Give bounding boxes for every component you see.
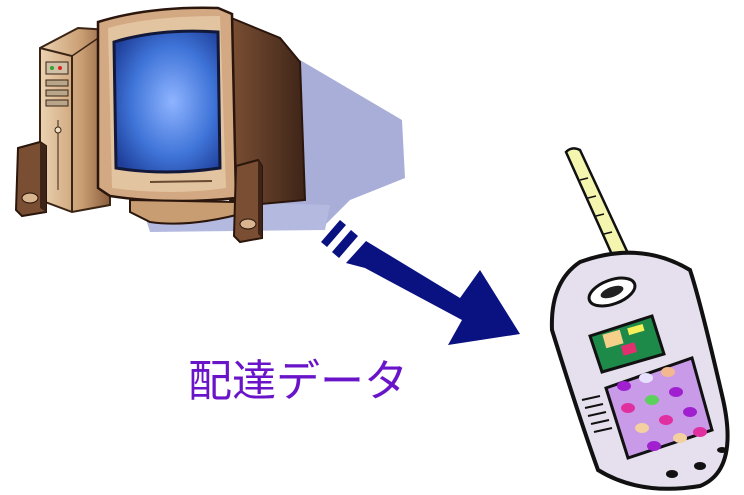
desktop-computer-icon [14, 6, 405, 244]
phone-screen [588, 314, 666, 374]
phone-keypad [604, 356, 714, 460]
right-speaker [232, 158, 263, 244]
monitor-screen [112, 29, 222, 174]
transfer-arrow-icon [321, 220, 520, 345]
left-speaker [14, 140, 47, 218]
phone-side-grip [581, 395, 613, 433]
tower-case [39, 26, 111, 214]
caption-label: 配達データ [188, 356, 408, 407]
mobile-phone-icon [549, 147, 730, 491]
